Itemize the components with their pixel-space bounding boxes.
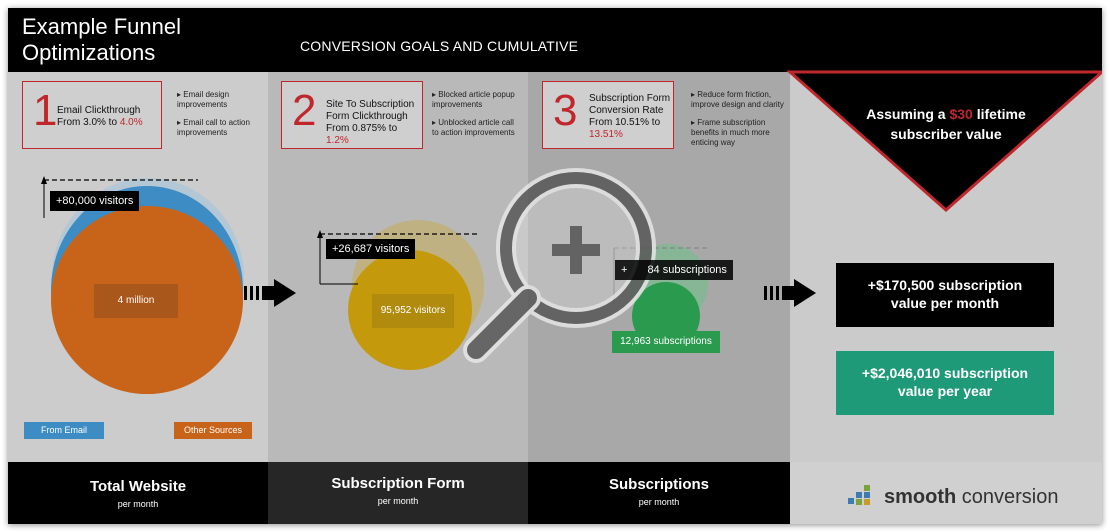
footer-title-subscriptions: Subscriptions bbox=[608, 476, 709, 493]
goal-2-bullets: ▸ Blocked article popup improvements ▸ U… bbox=[432, 90, 522, 138]
legend-other-sources: Other Sources bbox=[174, 422, 252, 439]
zoom-in-magnifier-icon bbox=[463, 168, 656, 363]
footer-sub-subscription-form: per month bbox=[377, 496, 419, 506]
goal-2-bullet-1: ▸ Blocked article popup improvements bbox=[432, 90, 515, 109]
logo-wordmark: smooth conversion bbox=[884, 486, 1059, 509]
subs-increase-prefix: + bbox=[621, 264, 628, 276]
goal-3-bullet-2: ▸ Frame subscription benefits in much mo… bbox=[691, 118, 770, 147]
goal-2-line-2: Form Clickthrough bbox=[326, 111, 408, 122]
subs-increase-text: 84 subscriptions bbox=[647, 264, 727, 276]
funnel-diagram bbox=[41, 70, 1102, 394]
footer-title-total-website: Total Website bbox=[89, 478, 187, 495]
goal-number-1: 1 bbox=[33, 86, 58, 135]
goal-3-bullets: ▸ Reduce form friction, improve design a… bbox=[691, 90, 787, 148]
goal-text-2: Site To Subscription Form Clickthrough F… bbox=[326, 99, 422, 147]
arrow-right-icon-1 bbox=[244, 279, 296, 307]
goal-text-3: Subscription Form Conversion Rate From 1… bbox=[589, 93, 670, 141]
monthly-value-line-1: +$170,500 subscription bbox=[867, 277, 1023, 293]
assumption-highlight: $30 bbox=[949, 106, 973, 122]
goal-box-2: 2 Site To Subscription Form Clickthrough… bbox=[281, 81, 423, 149]
goal-2-bullet-2: ▸ Unblocked article call to action impro… bbox=[432, 118, 515, 137]
goal-3-bullet-1: ▸ Reduce form friction, improve design a… bbox=[691, 90, 784, 109]
goal-1-bullet-1: ▸ Email design improvements bbox=[177, 90, 230, 109]
assumption-prefix: Assuming a bbox=[866, 106, 950, 122]
goal-number-2: 2 bbox=[292, 86, 317, 135]
footer-logo-area: smooth conversion bbox=[790, 462, 1102, 524]
website-base-label-bg bbox=[94, 284, 178, 318]
goal-2-line-1: Site To Subscription bbox=[326, 99, 415, 110]
header: Example Funnel Optimizations CONVERSION … bbox=[8, 8, 1102, 72]
goal-3-line-2: Conversion Rate bbox=[589, 105, 664, 116]
infographic-frame: Example Funnel Optimizations CONVERSION … bbox=[8, 8, 1102, 524]
goal-box-3: 3 Subscription Form Conversion Rate From… bbox=[542, 81, 674, 149]
form-base-label: 95,952 visitors bbox=[380, 305, 446, 316]
assumption-line-1: Assuming a $30 lifetime bbox=[844, 104, 1048, 124]
goal-box-1: 1 Email Clickthrough From 3.0% to 4.0% bbox=[22, 81, 162, 149]
logo-word-1: smooth bbox=[884, 486, 957, 508]
goal-1-bullet-2-text: Email call to action improvements bbox=[177, 118, 250, 137]
yearly-value-line-2: value per year bbox=[897, 383, 993, 399]
goal-1-bullet-1-text: Email design improvements bbox=[177, 90, 230, 109]
goal-2-line-3: From 0.875% to 1.2% bbox=[326, 123, 422, 147]
page-subtitle: CONVERSION GOALS AND CUMULATIVE bbox=[300, 38, 579, 54]
footer-subscription-form: Subscription Form per month bbox=[268, 462, 528, 524]
yearly-value-line-1: +$2,046,010 subscription bbox=[861, 365, 1029, 381]
goal-2-bullet-1-text: Blocked article popup improvements bbox=[432, 90, 515, 109]
footer-title-subscription-form: Subscription Form bbox=[331, 475, 465, 492]
yearly-value-box: +$2,046,010 subscription value per year bbox=[836, 351, 1054, 415]
website-increase-label: +80,000 visitors bbox=[50, 191, 140, 211]
footer-subscriptions: Subscriptions per month bbox=[528, 462, 790, 524]
legend-from-email: From Email bbox=[24, 422, 104, 439]
goal-2-target: 1.2% bbox=[326, 135, 349, 146]
form-increase-label: +26,687 visitors bbox=[326, 239, 416, 259]
goal-2-from: From 0.875% to bbox=[326, 123, 398, 134]
footer-sub-total-website: per month bbox=[117, 499, 159, 509]
subs-base-label: 12,963 subscriptions bbox=[612, 331, 720, 353]
subs-increase-label: +84 subscriptions bbox=[615, 260, 733, 280]
monthly-value-box: +$170,500 subscription value per month bbox=[836, 263, 1054, 327]
title-line-1: Example Funnel bbox=[22, 14, 181, 39]
monthly-value-line-2: value per month bbox=[890, 295, 1000, 311]
goal-3-bullet-2-text: Frame subscription benefits in much more… bbox=[691, 118, 770, 147]
footer-total-website: Total Website per month bbox=[8, 462, 268, 524]
goal-3-line-1: Subscription Form bbox=[589, 93, 671, 104]
assumption-line-2: subscriber value bbox=[890, 126, 1002, 142]
goal-text-1: Email Clickthrough From 3.0% to 4.0% bbox=[57, 105, 143, 129]
assumption-suffix: lifetime bbox=[972, 106, 1026, 122]
goal-1-target: 4.0% bbox=[119, 117, 143, 128]
goal-1-line-2: From 3.0% to 4.0% bbox=[57, 117, 143, 129]
goal-3-target: 13.51% bbox=[589, 129, 623, 140]
goal-number-3: 3 bbox=[553, 86, 578, 135]
website-increase-arrowhead bbox=[41, 176, 47, 184]
goal-2-bullet-2-text: Unblocked article call to action improve… bbox=[432, 118, 515, 137]
smooth-conversion-logo-icon bbox=[848, 485, 870, 505]
goal-3-bullet-1-text: Reduce form friction, improve design and… bbox=[691, 90, 784, 109]
goal-1-bullet-2: ▸ Email call to action improvements bbox=[177, 118, 250, 137]
footer-sub-subscriptions: per month bbox=[638, 497, 680, 507]
title-line-2: Optimizations bbox=[22, 40, 156, 65]
form-base-label-bg bbox=[372, 294, 454, 328]
arrow-right-icon-2 bbox=[764, 279, 816, 307]
form-increase-arrowhead bbox=[317, 230, 323, 238]
website-base-label: 4 million bbox=[117, 295, 155, 306]
goal-1-bullets: ▸ Email design improvements ▸ Email call… bbox=[177, 90, 261, 138]
goal-1-line-1: Email Clickthrough bbox=[57, 105, 141, 116]
page-title: Example Funnel Optimizations bbox=[22, 14, 181, 66]
goal-3-line-3: From 10.51% to bbox=[589, 117, 661, 128]
goal-1-from: From 3.0% to bbox=[57, 117, 120, 128]
logo-word-2: conversion bbox=[961, 486, 1059, 508]
value-triangle bbox=[786, 70, 1102, 213]
assumption-text: Assuming a $30 lifetime subscriber value bbox=[844, 104, 1048, 144]
